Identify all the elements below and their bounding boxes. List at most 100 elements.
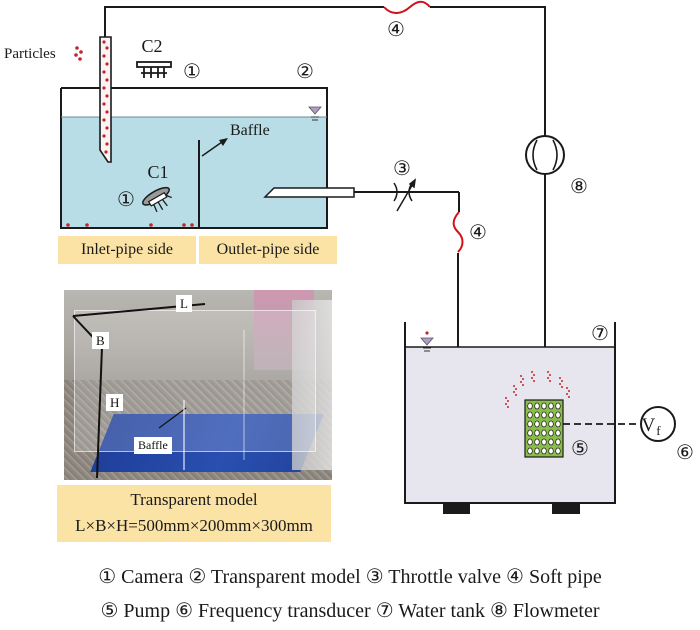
spray-particle xyxy=(507,400,509,402)
spray-particle xyxy=(549,380,551,382)
spray-particle xyxy=(522,384,524,386)
valve-marker: ③ xyxy=(393,158,411,180)
inlet-side-label-box: Inlet-pipe side xyxy=(58,236,196,264)
inlet-tube-particles xyxy=(102,40,109,154)
pump-hole xyxy=(534,420,540,428)
model-marker: ② xyxy=(296,61,314,83)
settled-particles xyxy=(66,223,194,227)
photo-tag-baffle: Baffle xyxy=(134,437,172,454)
baffle-arrow-head xyxy=(219,138,228,146)
photo-tag-height: H xyxy=(106,394,124,411)
inlet-tube xyxy=(99,36,112,163)
pump-hole xyxy=(527,411,533,419)
pump-hole xyxy=(541,402,547,410)
camera-c2-label: C2 xyxy=(141,36,162,56)
pump-hole xyxy=(555,411,561,419)
pump-hole xyxy=(527,438,533,446)
outlet-side-label: Outlet-pipe side xyxy=(216,241,320,258)
spray-particle xyxy=(520,375,522,377)
throttle-valve-icon xyxy=(393,178,417,212)
pump-hole xyxy=(534,438,540,446)
camera-marker-bottom: ① xyxy=(117,189,135,211)
pump-hole xyxy=(548,429,554,437)
pump-hole xyxy=(548,402,554,410)
pump-hole xyxy=(541,438,547,446)
pump-hole xyxy=(548,420,554,428)
legend-line-2: ⑤ Pump ⑥ Frequency transducer ⑦ Water ta… xyxy=(100,600,600,622)
spray-particle xyxy=(547,377,549,379)
soft-pipe-marker-lower: ④ xyxy=(469,222,487,244)
water-level-marker-tank xyxy=(420,331,434,352)
pump-hole xyxy=(548,447,554,455)
camera-c2-icon xyxy=(136,61,172,78)
pump-hole xyxy=(555,429,561,437)
baffle-arrow xyxy=(201,141,223,157)
pump-hole xyxy=(534,402,540,410)
spray-particle xyxy=(568,390,570,392)
pump-hole xyxy=(548,438,554,446)
spray-particle xyxy=(515,394,517,396)
soft-pipe-marker-top: ④ xyxy=(387,19,405,41)
pump-hole xyxy=(527,429,533,437)
spray-particle xyxy=(568,396,570,398)
pump-marker: ⑤ xyxy=(571,438,589,460)
pump-hole xyxy=(534,411,540,419)
water-tank-outline xyxy=(404,322,616,504)
transducer-subscript: f xyxy=(656,423,661,438)
soft-pipe-lower xyxy=(452,211,464,253)
return-pipe-top xyxy=(104,6,384,38)
spray-particle xyxy=(533,380,535,382)
tank-water xyxy=(405,347,615,503)
spray-particle xyxy=(561,380,563,382)
photo-tag-length: L xyxy=(176,295,192,312)
spray-particle xyxy=(531,377,533,379)
camera-c1-label: C1 xyxy=(147,162,168,182)
pump-hole xyxy=(527,420,533,428)
pump-hole xyxy=(555,438,561,446)
spray-particle xyxy=(507,406,509,408)
pump-hole xyxy=(541,420,547,428)
spray-particle xyxy=(531,371,533,373)
spray-particle xyxy=(505,397,507,399)
outlet-side-label-box: Outlet-pipe side xyxy=(199,236,337,264)
spray-particle xyxy=(522,378,524,380)
spray-particle xyxy=(566,387,568,389)
spray-particle xyxy=(515,388,517,390)
pump-hole xyxy=(534,429,540,437)
soft-pipe-top xyxy=(383,0,431,14)
transparent-model-photo: L B H Baffle xyxy=(64,290,332,480)
pump-hole xyxy=(527,447,533,455)
photo-tag-width: B xyxy=(92,332,109,349)
flowmeter-marker: ⑧ xyxy=(570,176,588,198)
pump-particle-spray xyxy=(505,371,570,408)
spray-particle xyxy=(520,381,522,383)
pump-hole xyxy=(555,402,561,410)
outlet-pipe xyxy=(263,187,355,198)
tank-foot-right xyxy=(552,504,580,514)
frequency-transducer-icon xyxy=(640,406,676,442)
tank-marker: ⑦ xyxy=(591,323,609,345)
pump-hole xyxy=(555,420,561,428)
particles-label: Particles xyxy=(4,46,56,62)
legend-line-1: ① Camera ② Transparent model ③ Throttle … xyxy=(98,566,602,588)
flowmeter-icon xyxy=(525,135,565,175)
tank-foot-left xyxy=(443,504,470,514)
pump-hole xyxy=(541,411,547,419)
pump-icon xyxy=(524,399,564,458)
spray-particle xyxy=(547,371,549,373)
transducer-marker: ⑥ xyxy=(676,442,694,464)
model-caption-box: Transparent model L×B×H=500mm×200mm×300m… xyxy=(57,485,331,542)
pump-hole xyxy=(534,447,540,455)
pump-hole xyxy=(555,447,561,455)
model-caption-dimensions: L×B×H=500mm×200mm×300mm xyxy=(75,516,313,535)
pump-hole xyxy=(527,402,533,410)
photo-dimension-lines xyxy=(72,303,245,479)
pump-hole xyxy=(548,411,554,419)
transducer-symbol: Vf xyxy=(641,415,661,438)
pump-hole xyxy=(541,447,547,455)
camera-c1-icon xyxy=(142,186,172,213)
pump-hole xyxy=(541,429,547,437)
spray-particle xyxy=(559,383,561,385)
particles-icon xyxy=(74,46,83,61)
baffle-label: Baffle xyxy=(230,122,270,139)
